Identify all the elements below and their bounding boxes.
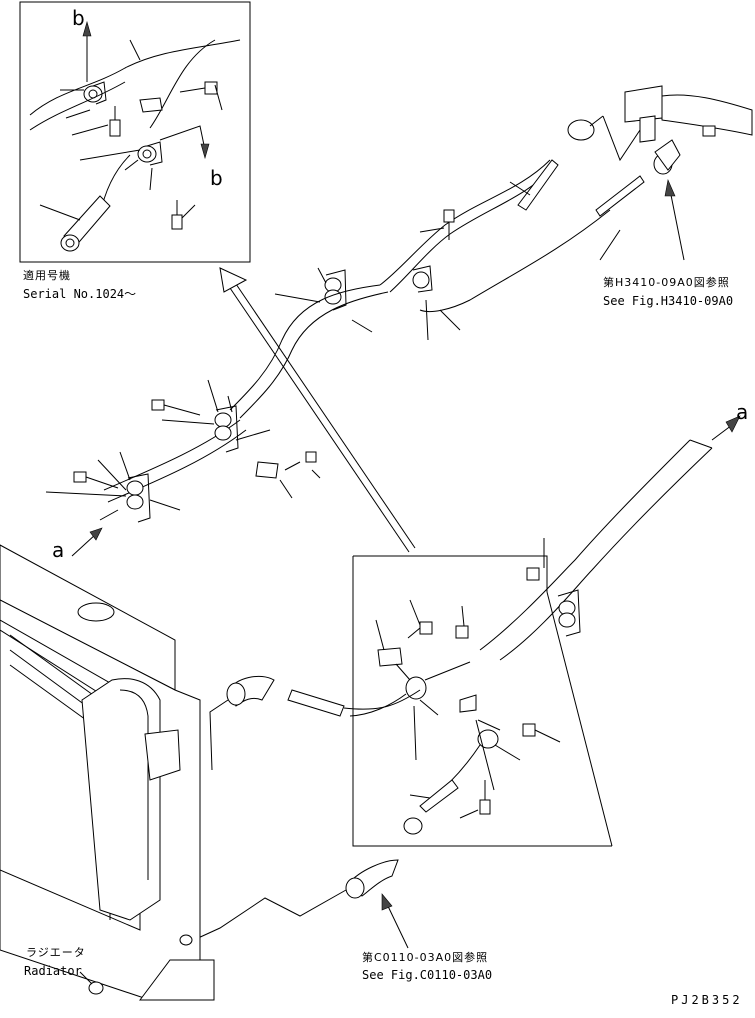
upper-hose (229, 159, 645, 419)
middle-pipe (45, 379, 321, 557)
radiator-hose (149, 675, 421, 961)
right-hose (479, 415, 741, 661)
marker-b-arrow: b (210, 166, 223, 190)
inset-frame-a (352, 555, 613, 847)
serial-note-ja: 適用号機 (23, 269, 71, 282)
upper-fitting (567, 85, 753, 261)
ref-c0110-en: See Fig.C0110-03A0 (362, 968, 493, 982)
inset-a-parts (349, 599, 561, 835)
view-arrow (219, 267, 416, 553)
serial-note-en: Serial No.1024～ (23, 287, 137, 301)
marker-a-right: a (736, 400, 749, 424)
ref-h3410-ja: 第H3410-09A0図参照 (603, 276, 730, 289)
ref-c0110-ja: 第C0110-03A0図参照 (362, 951, 489, 964)
ref-h3410-en: See Fig.H3410-09A0 (603, 294, 734, 308)
radiator (0, 544, 215, 1001)
marker-a-left: a (52, 538, 65, 562)
radiator-label-en: Radiator (24, 964, 82, 978)
radiator-label-ja: ラジエータ (26, 946, 86, 959)
inset-frame-b (19, 1, 251, 263)
inset-b-parts (29, 20, 241, 252)
figure-code: PJ2B352 (671, 993, 743, 1007)
marker-b-top: b (72, 6, 85, 30)
